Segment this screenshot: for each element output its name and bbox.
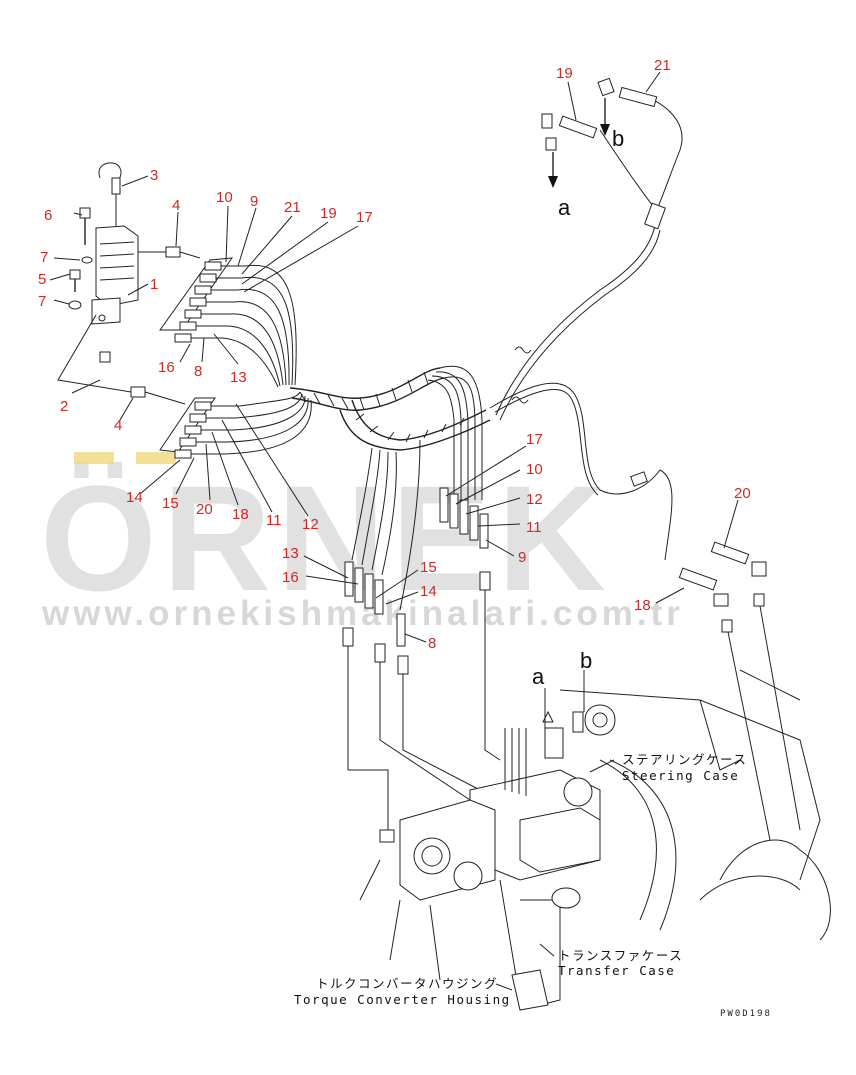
callout-2: 2 [60,398,68,415]
callout-17-lower: 17 [526,431,543,448]
lower-connector-bank [159,391,312,459]
callout-3: 3 [150,167,158,184]
callout-17-upper: 17 [356,209,373,226]
callout-8-lower: 8 [428,635,436,652]
junction-block-assembly [57,162,201,405]
right-connectors [678,541,801,841]
callout-9-lower: 9 [518,549,526,566]
watermark-brand: ÖRNEK [40,454,612,622]
callout-21-lower: 21 [654,57,671,74]
arrow-b-icon [600,124,610,136]
callout-4-lower: 4 [114,417,122,434]
callout-13-upper: 13 [230,369,247,386]
callout-19-lower: 19 [556,65,573,82]
callout-14-lower: 14 [420,583,437,600]
callout-20-lower: 20 [734,485,751,502]
reference-letters: a b a b [532,126,624,689]
caption-steering-en: Steering Case [622,768,739,783]
mid-connectors [342,487,501,830]
callout-4-upper: 4 [172,197,180,214]
callout-8-upper: 8 [194,363,202,380]
callout-13-lower: 13 [282,545,299,562]
ref-b-bottom: b [580,648,592,673]
watermark-dot-left [74,452,114,464]
top-right-connectors [541,77,658,188]
callout-18-lower: 18 [634,597,651,614]
caption-steering-jp: ステアリングケース [622,752,747,767]
arrow-a-icon [548,176,558,188]
callout-12-lower: 12 [526,491,543,508]
drawing-code: PW0D198 [720,1009,772,1019]
caption-transfer-jp: トランスファケース [558,948,683,963]
callout-18-upper: 18 [232,506,249,523]
callout-16-upper: 16 [158,359,175,376]
callout-11-upper: 11 [266,512,282,529]
captions: ステアリングケース Steering Case トランスファケース Transf… [294,752,747,1007]
callout-labels: 3 1 2 6 7 5 7 4 4 10 9 21 19 17 16 8 13 … [38,57,751,652]
leader-lines [49,71,739,643]
ref-b-top: b [612,126,624,151]
wiring-harness-bundle [289,94,683,611]
watermark: ÖRNEK www.ornekishmakinalari.com.tr [40,452,680,633]
transmission-assembly [359,670,831,1011]
callout-20-upper: 20 [196,501,213,518]
callout-16-lower: 16 [282,569,299,586]
watermark-dot-right [136,452,176,464]
callout-21-upper: 21 [284,199,301,216]
caption-torque-jp: トルクコンバータハウジング [316,976,498,991]
callout-15-upper: 15 [162,495,179,512]
callout-14-upper: 14 [126,489,143,506]
callout-10-lower: 10 [526,461,543,478]
callout-11-lower: 11 [526,519,542,536]
callout-7-upper: 7 [40,249,48,266]
ref-a-bottom: a [532,664,545,689]
upper-connector-bank [159,257,297,388]
caption-transfer-en: Transfer Case [558,963,675,978]
ref-a-top: a [558,195,571,220]
callout-12-upper: 12 [302,516,319,533]
callout-10-upper: 10 [216,189,233,206]
callout-6: 6 [44,207,52,224]
callout-19-upper: 19 [320,205,337,222]
callout-1: 1 [150,276,158,293]
callout-7-lower: 7 [38,293,46,310]
callout-5: 5 [38,271,46,288]
callout-15-lower: 15 [420,559,437,576]
caption-torque-en: Torque Converter Housing [294,992,511,1007]
callout-9-upper: 9 [250,193,258,210]
